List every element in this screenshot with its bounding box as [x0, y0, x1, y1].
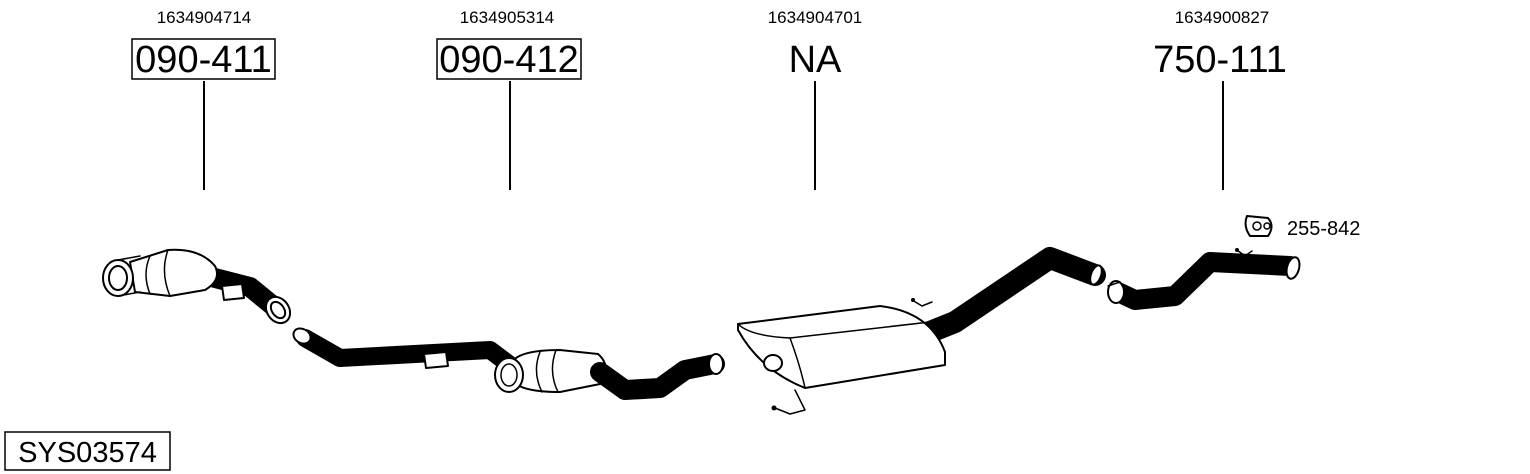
part-4-code[interactable]: 750-111 [1153, 39, 1287, 81]
front-catalytic-converter[interactable] [102, 248, 295, 328]
middle-pipe-with-catalytic-converter[interactable] [291, 325, 725, 400]
part-1-label-group: 1634904714 090-411 [131, 8, 276, 190]
part-2-oem-number: 1634905314 [460, 8, 555, 27]
part-3-oem-number: 1634904701 [768, 8, 863, 27]
part-1-code-box [131, 38, 276, 80]
part-2-label-group: 1634905314 090-412 [436, 8, 582, 190]
system-number-group: SYS03574 [4, 431, 171, 471]
part-4-label-group: 1634900827 750-111 [1153, 8, 1287, 190]
part-1-oem-number: 1634904714 [157, 8, 252, 27]
system-code-box [4, 431, 171, 471]
rubber-hanger[interactable]: 255-842 [1244, 215, 1361, 240]
part-2-code-box [436, 38, 582, 80]
part-4-oem-number: 1634900827 [1175, 8, 1270, 27]
hanger-code[interactable]: 255-842 [1287, 218, 1360, 240]
part-2-code[interactable]: 090-412 [439, 39, 578, 81]
rear-pipe[interactable] [1107, 248, 1302, 310]
part-3-label-group: 1634904701 NA [768, 8, 863, 190]
part-1-code[interactable]: 090-411 [135, 39, 272, 81]
system-code: SYS03574 [18, 437, 157, 469]
centre-muffler[interactable] [737, 247, 1106, 415]
part-3-code[interactable]: NA [789, 39, 842, 81]
